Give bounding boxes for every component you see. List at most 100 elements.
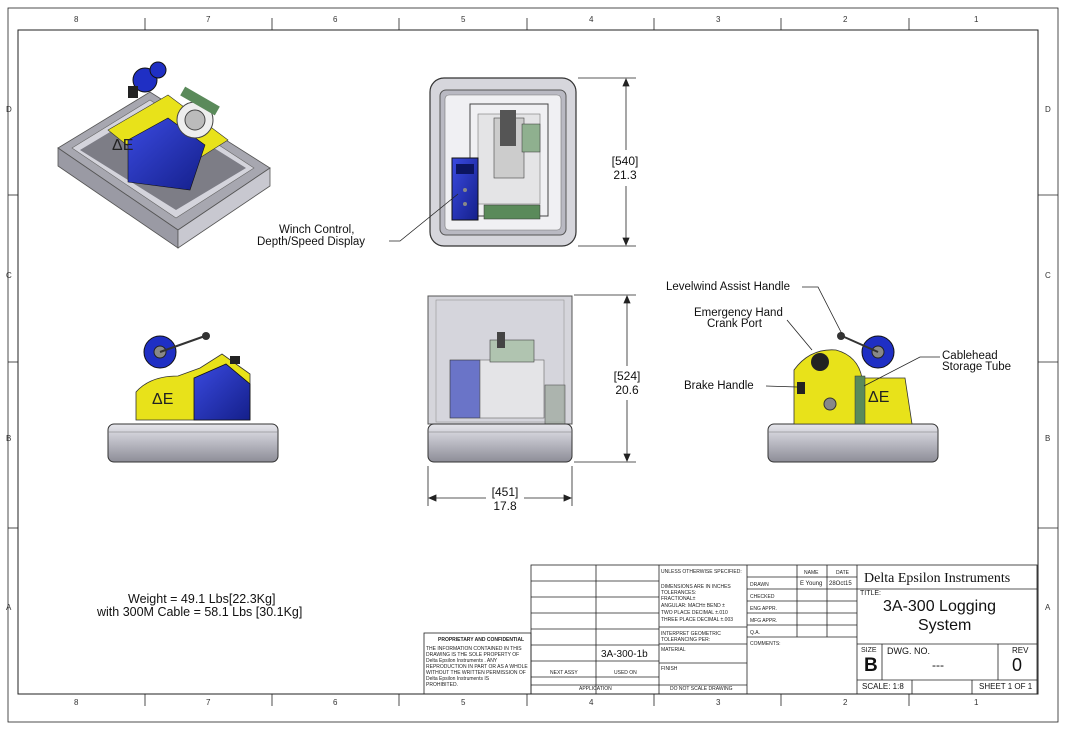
emergency-crank-label-2: Crank Port (707, 318, 762, 330)
mfg-appr-label: MFG APPR. (750, 618, 778, 624)
zone-ticks (8, 18, 1058, 706)
leader-lines (389, 193, 940, 388)
winch-control-label-2: Depth/Speed Display (257, 236, 366, 248)
proprietary-text-2: DRAWING IS THE SOLE PROPERTY OF (426, 652, 520, 658)
zone-col-1-top: 1 (974, 15, 979, 24)
date-header: DATE (836, 570, 849, 576)
zone-row-a-left: A (6, 603, 12, 612)
zone-col-8-top: 8 (74, 15, 79, 24)
application-label: APPLICATION (579, 686, 612, 692)
levelwind-label: Levelwind Assist Handle (666, 281, 791, 293)
material-label: MATERIAL (661, 647, 686, 653)
proprietary-text-7: PROHIBITED. (426, 682, 458, 688)
zone-col-7-top: 7 (206, 15, 211, 24)
proprietary-text-5: WITHOUT THE WRITTEN PERMISSION OF (426, 670, 526, 676)
proprietary-text-6: Delta Epsilon Instruments IS (426, 676, 490, 682)
drawn-label: DRAWN (750, 582, 769, 588)
zone-col-3-bottom: 3 (716, 698, 721, 707)
title-block (423, 564, 1038, 695)
finish-label: FINISH (661, 666, 678, 672)
name-header: NAME (804, 570, 819, 576)
title-line-1: 3A-300 Logging (883, 598, 996, 615)
rev-value: 0 (1012, 655, 1023, 675)
svg-text:ΔΕ: ΔΕ (868, 389, 889, 406)
interpret-label-1: INTERPRET GEOMETRIC (661, 631, 721, 637)
zone-col-4-top: 4 (589, 15, 594, 24)
zone-row-b-left: B (6, 434, 12, 443)
dwg-no-label: DWG. NO. (887, 646, 930, 656)
width-mm: [451] (491, 485, 519, 499)
brake-handle-label: Brake Handle (684, 380, 754, 392)
outer-border (7, 7, 1059, 723)
svg-text:ΔΕ: ΔΕ (152, 391, 173, 408)
drawn-name: E Young (800, 581, 823, 587)
winch-control-label-1: Winch Control, (279, 224, 355, 236)
proprietary-text-4: REPRODUCTION IN PART OR AS A WHOLE (426, 664, 528, 670)
used-on-label: USED ON (614, 670, 637, 676)
drawn-date: 28Oct15 (829, 581, 852, 587)
next-assy-label: NEXT ASSY (550, 670, 578, 676)
dims-in-label: DIMENSIONS ARE IN INCHES (661, 584, 731, 590)
zone-row-b-right: B (1045, 434, 1051, 443)
proprietary-title: PROPRIETARY AND CONFIDENTIAL (438, 637, 525, 643)
do-not-scale-label: DO NOT SCALE DRAWING (670, 686, 733, 692)
fractional-label: FRACTIONAL± (661, 596, 696, 602)
tolerances-label: TOLERANCES: (661, 590, 697, 596)
cablehead-label-2: Storage Tube (942, 361, 1012, 373)
front-height-in: 20.6 (615, 383, 639, 397)
three-place-label: THREE PLACE DECIMAL ±.003 (661, 617, 734, 623)
zone-col-1-bottom: 1 (974, 698, 979, 707)
zone-col-2-bottom: 2 (843, 698, 848, 707)
zone-row-d-left: D (6, 105, 12, 114)
eng-appr-label: ENG APPR. (750, 606, 777, 612)
zone-row-c-left: C (6, 271, 12, 280)
zone-row-a-right: A (1045, 603, 1051, 612)
size-label: SIZE (861, 647, 877, 654)
zone-col-5-bottom: 5 (461, 698, 466, 707)
dimension-lines (427, 77, 636, 506)
proprietary-text-3: Delta Epsilon Instruments . ANY (426, 658, 498, 664)
title-line-2: System (918, 617, 972, 634)
title-label: TITLE: (860, 590, 882, 597)
isometric-view: ΔΕ (57, 61, 271, 249)
top-height-in: 21.3 (613, 168, 637, 182)
proprietary-text-1: THE INFORMATION CONTAINED IN THIS (426, 646, 522, 652)
scale-label: SCALE: 1:8 (862, 682, 904, 691)
right-side-view: ΔΕ (767, 332, 939, 463)
part-number: 3A-300-1b (601, 649, 648, 660)
weight-line-1: Weight = 49.1 Lbs[22.3Kg] (128, 592, 276, 606)
emergency-crank-label-1: Emergency Hand (694, 307, 783, 319)
svg-text:ΔΕ: ΔΕ (112, 137, 133, 154)
front-view (427, 295, 573, 463)
zone-col-7-bottom: 7 (206, 698, 211, 707)
interpret-label-2: TOLERANCING PER: (661, 637, 711, 643)
front-height-mm: [524] (613, 369, 641, 383)
zone-col-8-bottom: 8 (74, 698, 79, 707)
width-in: 17.8 (493, 499, 517, 513)
size-value: B (864, 655, 878, 676)
zone-col-4-bottom: 4 (589, 698, 594, 707)
company-name: Delta Epsilon Instruments (864, 571, 1011, 586)
weight-line-2: with 300M Cable = 58.1 Lbs [30.1Kg] (97, 605, 303, 619)
cablehead-label-1: Cablehead (942, 350, 998, 362)
two-place-label: TWO PLACE DECIMAL ±.010 (661, 610, 728, 616)
zone-col-6-top: 6 (333, 15, 338, 24)
qa-label: Q.A. (750, 630, 761, 636)
rev-label: REV (1012, 646, 1029, 655)
zone-row-d-right: D (1045, 105, 1051, 114)
zone-col-2-top: 2 (843, 15, 848, 24)
unless-label: UNLESS OTHERWISE SPECIFIED: (661, 569, 742, 575)
zone-col-3-top: 3 (716, 15, 721, 24)
comments-label: COMMENTS: (750, 641, 781, 647)
dwg-no-value: --- (932, 658, 944, 672)
angular-label: ANGULAR: MACH± BEND ± (661, 603, 725, 609)
left-side-view: ΔΕ (107, 332, 279, 463)
sheet-label: SHEET 1 OF 1 (979, 682, 1033, 691)
zone-row-c-right: C (1045, 271, 1051, 280)
checked-label: CHECKED (750, 594, 775, 600)
top-view (429, 77, 577, 247)
top-height-mm: [540] (611, 154, 639, 168)
zone-col-5-top: 5 (461, 15, 466, 24)
